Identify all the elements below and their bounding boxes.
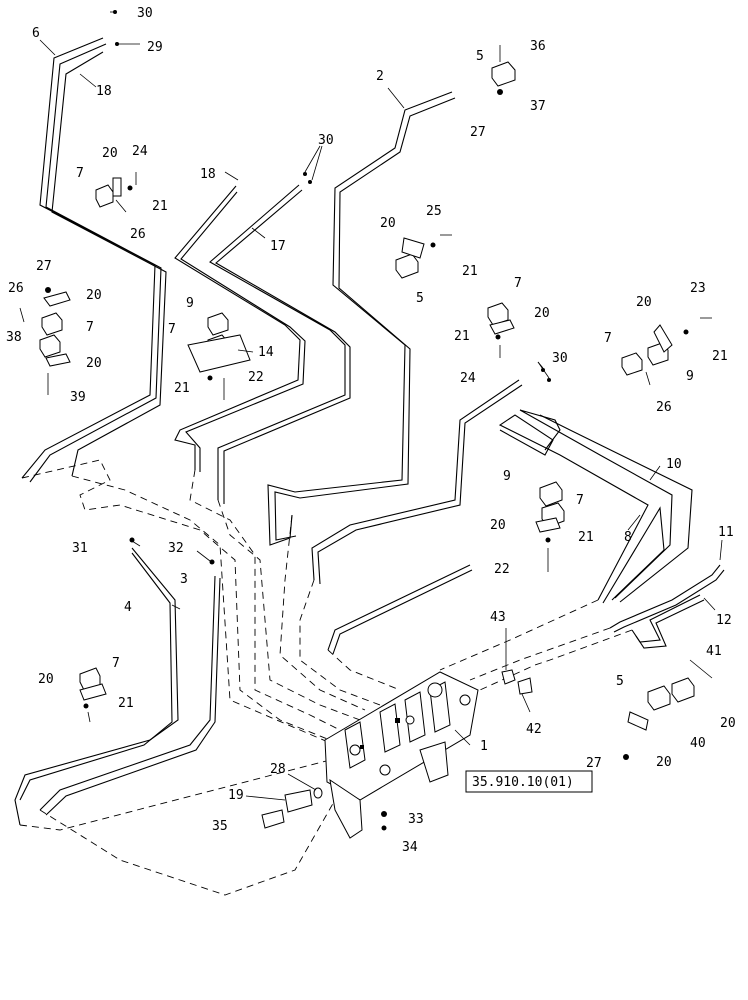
- callout-34: 34: [402, 840, 418, 855]
- callout-22: 22: [248, 370, 264, 385]
- callout-12: 12: [716, 613, 732, 628]
- callout-7: 7: [86, 320, 94, 335]
- tube-10: [519, 409, 693, 603]
- callout-7: 7: [576, 493, 584, 508]
- callout-21: 21: [454, 329, 470, 344]
- valve-block: [324, 671, 479, 839]
- reference-box[interactable]: 35.910.10(01): [465, 770, 593, 793]
- callout-30: 30: [137, 6, 153, 21]
- callout-43: 43: [490, 610, 506, 625]
- callout-42: 42: [526, 722, 542, 737]
- callout-21: 21: [174, 381, 190, 396]
- callout-21: 21: [578, 530, 594, 545]
- callout-18: 18: [200, 167, 216, 182]
- callout-31: 31: [72, 541, 88, 556]
- callout-11: 11: [718, 525, 734, 540]
- callout-25: 25: [426, 204, 442, 219]
- callout-5: 5: [476, 49, 484, 64]
- tube-17: [209, 184, 351, 504]
- callout-7: 7: [112, 656, 120, 671]
- callout-39: 39: [70, 390, 86, 405]
- callout-20: 20: [490, 518, 506, 533]
- clamp-blocks: [39, 61, 695, 731]
- callout-30: 30: [318, 133, 334, 148]
- tube-8: [498, 414, 665, 604]
- callout-29: 29: [147, 40, 163, 55]
- callout-20: 20: [380, 216, 396, 231]
- callout-18: 18: [96, 84, 112, 99]
- callout-10: 10: [666, 457, 682, 472]
- callout-9: 9: [186, 296, 194, 311]
- callout-8: 8: [624, 530, 632, 545]
- callout-20: 20: [534, 306, 550, 321]
- callout-37: 37: [530, 99, 546, 114]
- callout-20: 20: [656, 755, 672, 770]
- callout-6: 6: [32, 26, 40, 41]
- callout-20: 20: [38, 672, 54, 687]
- callout-14: 14: [258, 345, 274, 360]
- callout-7: 7: [604, 331, 612, 346]
- callout-23: 23: [690, 281, 706, 296]
- callout-9: 9: [503, 469, 511, 484]
- callout-21: 21: [152, 199, 168, 214]
- callout-3: 3: [180, 572, 188, 587]
- callout-20: 20: [86, 356, 102, 371]
- callout-35: 35: [212, 819, 228, 834]
- callout-20: 20: [636, 295, 652, 310]
- callout-4: 4: [124, 600, 132, 615]
- tube-11: [609, 564, 725, 633]
- tube-12: [631, 594, 705, 649]
- callout-30: 30: [552, 351, 568, 366]
- callout-28: 28: [270, 762, 286, 777]
- callout-5: 5: [416, 291, 424, 306]
- callout-26: 26: [656, 400, 672, 415]
- callout-20: 20: [102, 146, 118, 161]
- callout-22: 22: [494, 562, 510, 577]
- callout-36: 36: [530, 39, 546, 54]
- callout-24: 24: [132, 144, 148, 159]
- tube-4: [14, 547, 179, 826]
- callout-17: 17: [270, 239, 286, 254]
- callout-27: 27: [36, 259, 52, 274]
- callout-20: 20: [86, 288, 102, 303]
- callout-7: 7: [76, 166, 84, 181]
- callout-2: 2: [376, 69, 384, 84]
- tube-2: [267, 91, 456, 546]
- tube-18-mid: [174, 185, 306, 472]
- tube-valve-lower-right: [327, 564, 473, 655]
- callout-26: 26: [130, 227, 146, 242]
- callout-1: 1: [480, 739, 488, 754]
- tube-6: [21, 37, 162, 483]
- tube-18-left: [51, 51, 167, 477]
- leader-lines: [39, 11, 723, 801]
- fitting-19-35: [261, 787, 323, 829]
- callout-27: 27: [470, 125, 486, 140]
- callout-21: 21: [462, 264, 478, 279]
- callout-27: 27: [586, 756, 602, 771]
- callout-19: 19: [228, 788, 244, 803]
- bolts-and-washers: [19, 10, 713, 831]
- callout-labels: 30 29 6 18 2 5 36 37 27 30 20 24 7 21 26…: [6, 6, 736, 855]
- callout-41: 41: [706, 644, 722, 659]
- callout-7: 7: [514, 276, 522, 291]
- callout-21: 21: [118, 696, 134, 711]
- callout-7: 7: [168, 322, 176, 337]
- callout-5: 5: [616, 674, 624, 689]
- tube-3: [39, 575, 221, 816]
- tube-30-right: [311, 379, 523, 585]
- callout-24: 24: [460, 371, 476, 386]
- callout-38: 38: [6, 330, 22, 345]
- callout-20: 20: [720, 716, 736, 731]
- callout-32: 32: [168, 541, 184, 556]
- callout-26: 26: [8, 281, 24, 296]
- callout-40: 40: [690, 736, 706, 751]
- callout-21: 21: [712, 349, 728, 364]
- callout-33: 33: [408, 812, 424, 827]
- callout-9: 9: [686, 369, 694, 384]
- reference-box-label: 35.910.10(01): [472, 775, 574, 790]
